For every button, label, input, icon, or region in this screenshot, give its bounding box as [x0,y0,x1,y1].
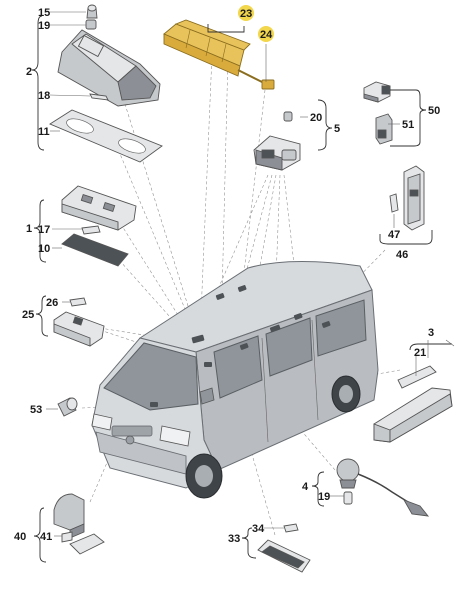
part-group-4 [336,458,430,517]
callout-51: 51 [402,119,414,131]
part-group-2 [49,4,163,163]
callout-3: 3 [428,327,434,339]
connector-51 [375,113,393,145]
part-group-25 [53,297,105,347]
callout-40: 40 [14,531,26,543]
sensor-4 [336,458,360,482]
part-group-5 [253,111,301,171]
callout-41: 41 [40,531,52,543]
callout-2: 2 [26,66,32,78]
cap-19-icon [85,19,97,30]
callout-50: 50 [428,105,440,117]
callout-15: 15 [38,7,50,19]
lamp-21 [397,365,437,389]
part-group-33 [257,523,311,573]
van-roof [138,260,373,353]
callout-53: 53 [30,404,42,416]
callout-4: 4 [302,481,309,493]
callout-19-bottom: 19 [318,491,330,503]
lens-40 [69,533,105,555]
callout-1: 1 [26,223,32,235]
part-group-23 [163,19,275,90]
part-group-40 [53,493,105,555]
lens-10 [61,233,129,267]
van-windshield [103,342,199,411]
van-illustration [91,260,379,499]
frame-11 [49,109,163,163]
bulb-17-icon [81,225,101,235]
bulb-34-icon [283,523,299,533]
part-group-3 [373,365,453,443]
bulb-47-icon [389,193,399,213]
bulb-41-icon [61,531,73,543]
callout-21: 21 [414,347,426,359]
callout-19-top: 19 [38,20,50,32]
bulb-19-icon [343,491,353,505]
connector-24-icon [261,79,275,90]
callout-24: 24 [260,29,273,41]
cable-4 [357,473,409,503]
callout-17: 17 [38,224,50,236]
callout-10: 10 [38,243,50,255]
callout-11: 11 [38,126,50,138]
callout-20: 20 [310,112,322,124]
bulb-26-icon [69,297,87,307]
vw-emblem-icon [125,435,135,445]
callout-34: 34 [252,523,265,535]
lamp-40 [53,493,85,531]
callout-26: 26 [46,297,58,309]
callout-33: 33 [228,533,240,545]
part-group-46 [389,165,425,231]
van-window-rear [315,299,367,357]
callout-46: 46 [396,249,408,261]
callout-labels: 2 15 19 18 11 23 24 20 5 50 51 47 46 1 1… [14,7,440,545]
van-window-front [213,335,263,399]
part-group-50 [363,81,393,145]
callout-25: 25 [22,309,34,321]
callout-47: 47 [388,229,400,241]
callout-18: 18 [38,90,50,102]
van-window-mid [265,317,313,377]
clip-18-icon [89,93,109,101]
part-group-1 [61,185,137,267]
bulb-20-icon [283,111,293,122]
callout-23-highlight [238,5,254,21]
callout-24-highlight [258,26,274,42]
part-group-53 [57,397,78,417]
callout-23: 23 [240,8,252,20]
callout-5: 5 [334,123,340,135]
